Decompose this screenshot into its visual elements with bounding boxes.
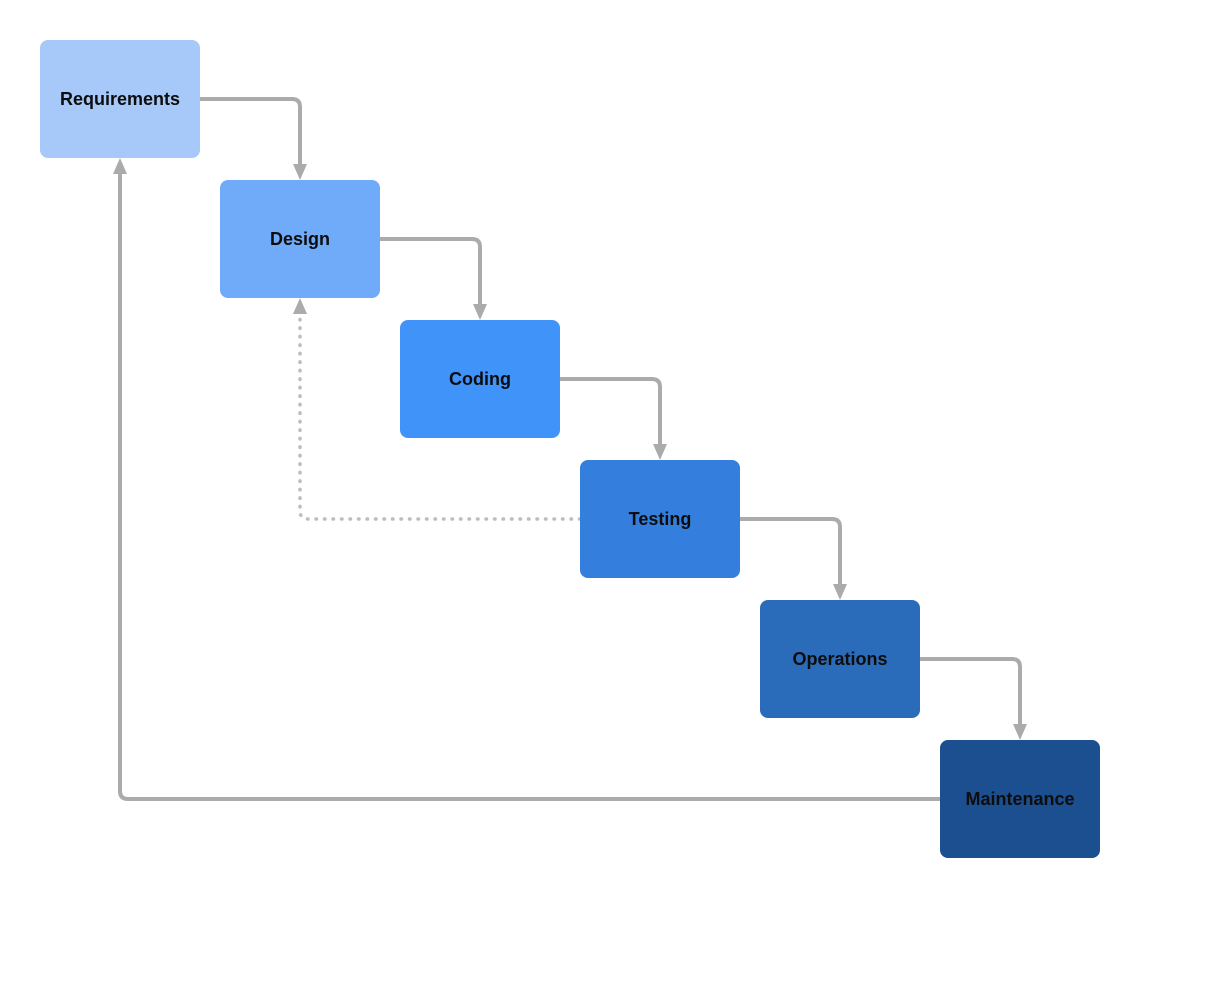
edge-design-coding <box>380 237 487 320</box>
edge-operations-maintenance <box>920 657 1027 740</box>
node-testing[interactable]: Testing <box>580 460 740 578</box>
node-operations[interactable]: Operations <box>760 600 920 718</box>
node-operations-label: Operations <box>792 649 887 669</box>
node-coding-label: Coding <box>449 369 511 389</box>
edge-requirements-design <box>200 97 307 180</box>
node-requirements-box[interactable] <box>40 40 200 158</box>
node-maintenance-box[interactable] <box>940 740 1100 858</box>
node-requirements[interactable]: Requirements <box>40 40 200 158</box>
node-design-label: Design <box>270 229 330 249</box>
edge-coding-testing <box>560 377 667 460</box>
node-requirements-label: Requirements <box>60 89 180 109</box>
node-maintenance-label: Maintenance <box>965 789 1074 809</box>
node-operations-box[interactable] <box>760 600 920 718</box>
node-design[interactable]: Design <box>220 180 380 298</box>
node-testing-box[interactable] <box>580 460 740 578</box>
node-testing-label: Testing <box>629 509 692 529</box>
node-coding-box[interactable] <box>400 320 560 438</box>
node-design-box[interactable] <box>220 180 380 298</box>
edge-maintenance-requirements-feedback <box>113 158 940 801</box>
node-coding[interactable]: Coding <box>400 320 560 438</box>
edge-testing-operations <box>740 517 847 600</box>
node-maintenance[interactable]: Maintenance <box>940 740 1100 858</box>
edge-testing-design-feedback <box>293 298 582 521</box>
